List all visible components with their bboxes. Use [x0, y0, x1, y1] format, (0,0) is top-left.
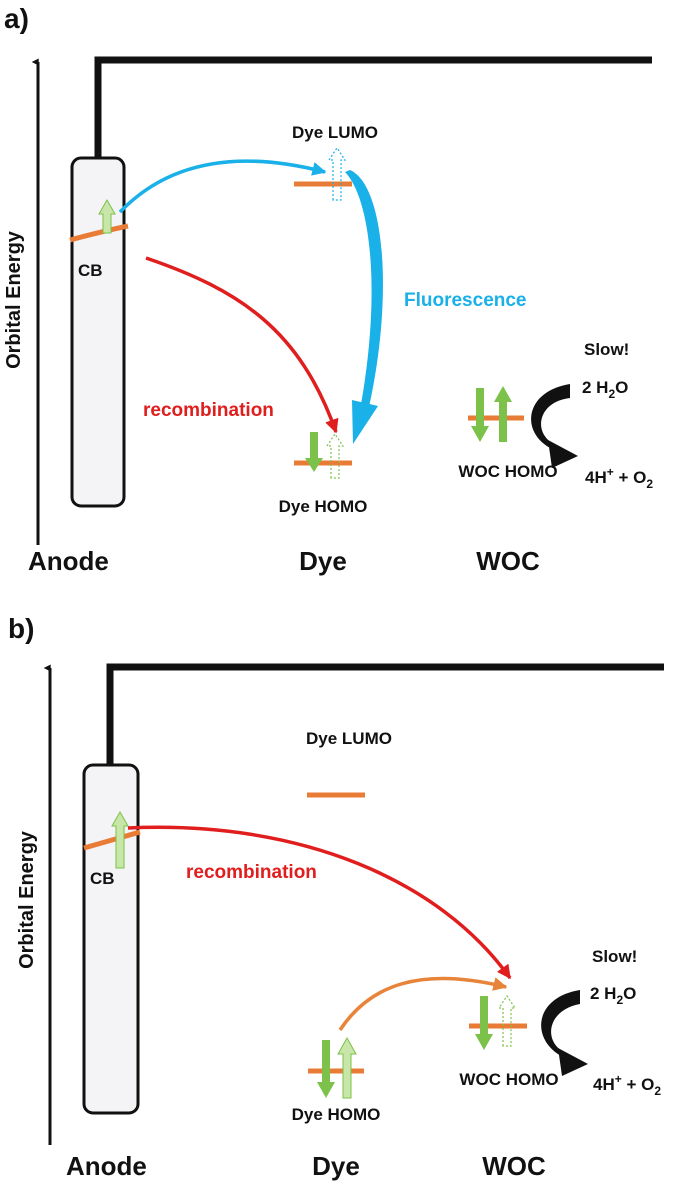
column-label-dye: Dye	[312, 1151, 360, 1181]
cb-label: CB	[90, 869, 115, 888]
external-circuit-wire	[94, 56, 652, 160]
dye-homo-label: Dye HOMO	[279, 497, 368, 516]
slow-label: Slow!	[592, 947, 637, 966]
column-label-woc: WOC	[482, 1151, 546, 1181]
column-label-anode: Anode	[66, 1151, 147, 1181]
conduction-band	[83, 829, 141, 851]
conduction-band	[69, 223, 129, 243]
woc-spin-down-icon	[471, 388, 489, 442]
woc-spin-up-icon	[494, 386, 512, 442]
energy-axis-label: Orbital Energy	[3, 230, 25, 369]
column-label-dye: Dye	[299, 546, 347, 576]
energy-axis-label: Orbital Energy	[16, 830, 38, 969]
dye-homo-label: Dye HOMO	[292, 1105, 381, 1124]
recombination-label: recombination	[143, 400, 274, 421]
water-formula: 2 H2O	[582, 378, 628, 401]
empty-spin-icon	[327, 146, 347, 201]
electron-injection-arrow	[118, 159, 327, 214]
fluorescence-arrowhead	[352, 400, 378, 444]
dye-lumo-label: Dye LUMO	[306, 729, 392, 748]
electron-spin-down-icon	[317, 1040, 335, 1098]
recombination-arrow	[145, 256, 339, 434]
fluorescence-label: Fluorescence	[404, 290, 527, 311]
water-oxidation-arrow	[531, 384, 570, 452]
woc-homo-label: WOC HOMO	[459, 1070, 558, 1089]
cb-label: CB	[78, 261, 103, 280]
column-label-anode: Anode	[28, 546, 109, 576]
panel-a-label: a)	[4, 3, 29, 34]
panel-b-label: b)	[8, 613, 34, 644]
slow-label: Slow!	[584, 340, 629, 359]
woc-homo-label: WOC HOMO	[458, 462, 557, 481]
recombination-arrow	[127, 825, 512, 980]
anode-electrode	[82, 763, 140, 1115]
panel-a: a) Orbital Energy CB Dye LUMO Fluorescen…	[3, 3, 653, 576]
electron-spin-up-icon	[98, 198, 116, 234]
hole-transfer-arrow	[338, 976, 508, 1031]
electron-spin-up-icon	[111, 810, 129, 869]
products-formula: 4H+ + O2	[585, 465, 653, 491]
recombination-label: recombination	[186, 862, 317, 883]
electron-spin-up-icon	[337, 1036, 357, 1099]
woc-hole-spin-icon	[497, 994, 517, 1047]
panel-b: b) Orbital Energy CB Dye LUMO recombinat…	[8, 613, 664, 1181]
water-oxidation-arrowhead	[548, 440, 578, 468]
external-circuit-wire	[106, 663, 664, 768]
fluorescence-arrow	[345, 170, 383, 420]
woc-spin-down-icon	[475, 996, 493, 1050]
water-formula: 2 H2O	[590, 984, 636, 1007]
water-oxidation-arrow	[541, 990, 580, 1060]
hole-spin-icon	[325, 432, 345, 479]
column-label-woc: WOC	[476, 546, 540, 576]
products-formula: 4H+ + O2	[593, 1072, 661, 1098]
electron-spin-down-icon	[305, 432, 323, 472]
anode-electrode	[70, 156, 126, 508]
water-oxidation-arrowhead	[558, 1048, 588, 1076]
dye-lumo-label: Dye LUMO	[292, 123, 378, 142]
